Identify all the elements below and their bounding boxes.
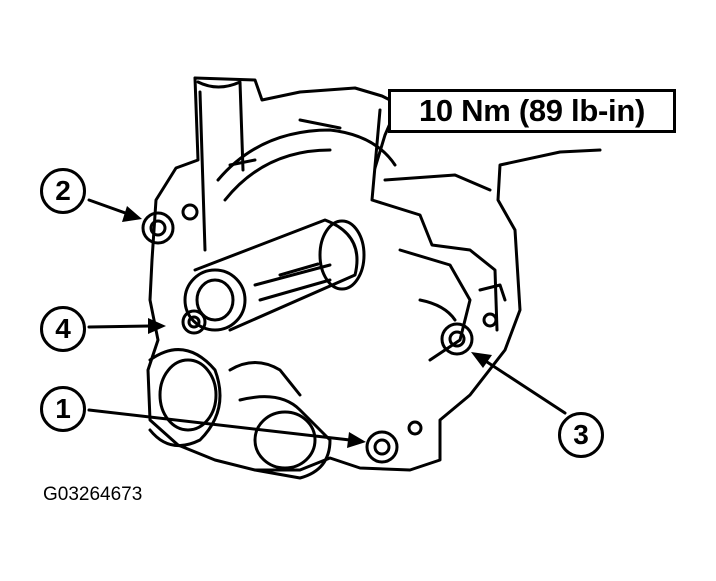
- inlet-tube: [196, 80, 245, 172]
- callout-2: 2: [40, 168, 86, 214]
- leader-line-1: [87, 408, 352, 442]
- bolt-1: [365, 420, 423, 464]
- arrowhead-2: [122, 206, 142, 222]
- housing-outline: [146, 76, 602, 472]
- bolt-2: [141, 203, 199, 245]
- bolt-4: [181, 309, 207, 335]
- callout-4: 4: [40, 306, 86, 352]
- callout-1: 1: [40, 386, 86, 432]
- leader-line-3: [482, 358, 567, 415]
- leader-line-4: [87, 324, 152, 329]
- figure-id: G03264673: [43, 484, 143, 505]
- pump-shaft: [193, 218, 359, 332]
- outlet-tube-left: [148, 348, 222, 448]
- outlet-tube-lower: [238, 395, 332, 480]
- arrowhead-4: [148, 318, 166, 334]
- torque-spec-label: 10 Nm (89 lb-in): [388, 89, 676, 133]
- arrowhead-1: [347, 432, 366, 448]
- callout-3: 3: [558, 412, 604, 458]
- leader-line-2: [87, 198, 130, 216]
- arrowhead-3: [471, 352, 492, 368]
- bolt-3: [440, 312, 498, 356]
